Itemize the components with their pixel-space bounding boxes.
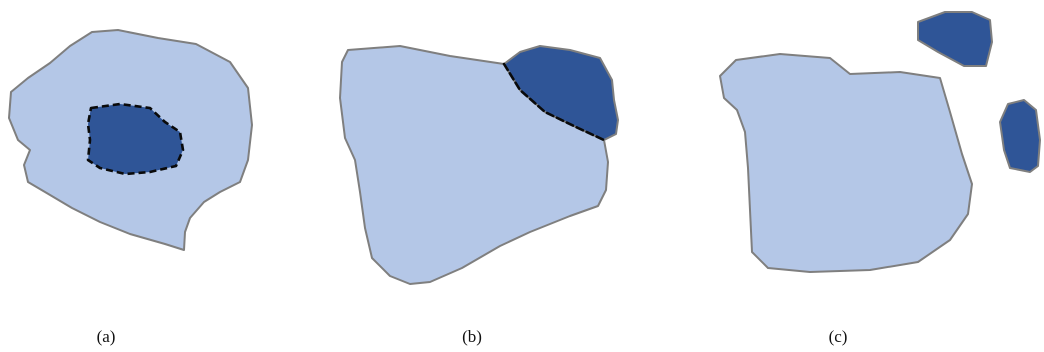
panel-b-caption: (b) (462, 327, 482, 346)
panel-c-dark-region-right (999, 99, 1041, 173)
panel-b-shared-boundary (502, 62, 606, 142)
panel-c (719, 11, 1041, 273)
panel-a-caption: (a) (96, 327, 116, 346)
panel-c-dark-region-top (917, 11, 993, 67)
panel-b (339, 45, 619, 285)
panel-a-dark-region (86, 102, 185, 176)
panel-c-light-region (719, 53, 973, 273)
panel-c-caption: (c) (828, 327, 848, 346)
panel-a (8, 29, 253, 251)
